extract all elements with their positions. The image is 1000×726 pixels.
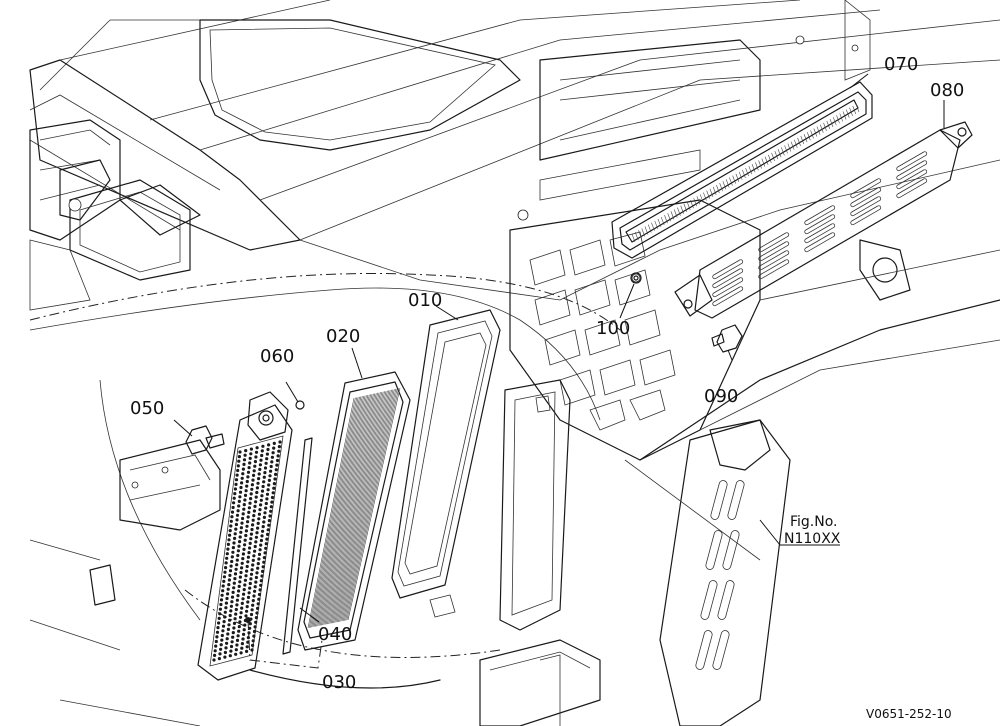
part-060-washer: [295, 400, 305, 410]
part-050-knob: [185, 425, 225, 455]
part-010-gasket: [391, 309, 501, 599]
part-030-filter-cover: [197, 391, 293, 681]
part-020-filter-element: [297, 371, 411, 651]
part-070-filter: [611, 81, 873, 259]
drawing-code: V0651-252-10: [866, 707, 952, 721]
callout-010: 010: [408, 290, 442, 311]
callout-030: 030: [322, 672, 356, 693]
callout-020: 020: [326, 326, 360, 347]
part-090-knob: [711, 324, 743, 353]
callout-060: 060: [260, 346, 294, 367]
callout-090: 090: [704, 386, 738, 407]
callout-040: 040: [318, 624, 352, 645]
cab-frame-linework: [29, 0, 1000, 726]
figure-ref-label: Fig.No.: [790, 514, 838, 530]
leader-lines: [173, 73, 945, 669]
callout-050: 050: [130, 398, 164, 419]
part-080-grille-cover: [674, 121, 973, 319]
figure-ref-number: N110XX: [784, 531, 841, 547]
assembly-boundary-line: [29, 272, 621, 331]
part-040-rod: [282, 437, 313, 655]
assembly-arc: [249, 669, 441, 689]
part-100-nut: [630, 272, 642, 284]
bracket-slots: [695, 480, 745, 670]
callout-100: 100: [596, 318, 630, 339]
callout-080: 080: [930, 80, 964, 101]
callout-070: 070: [884, 54, 918, 75]
